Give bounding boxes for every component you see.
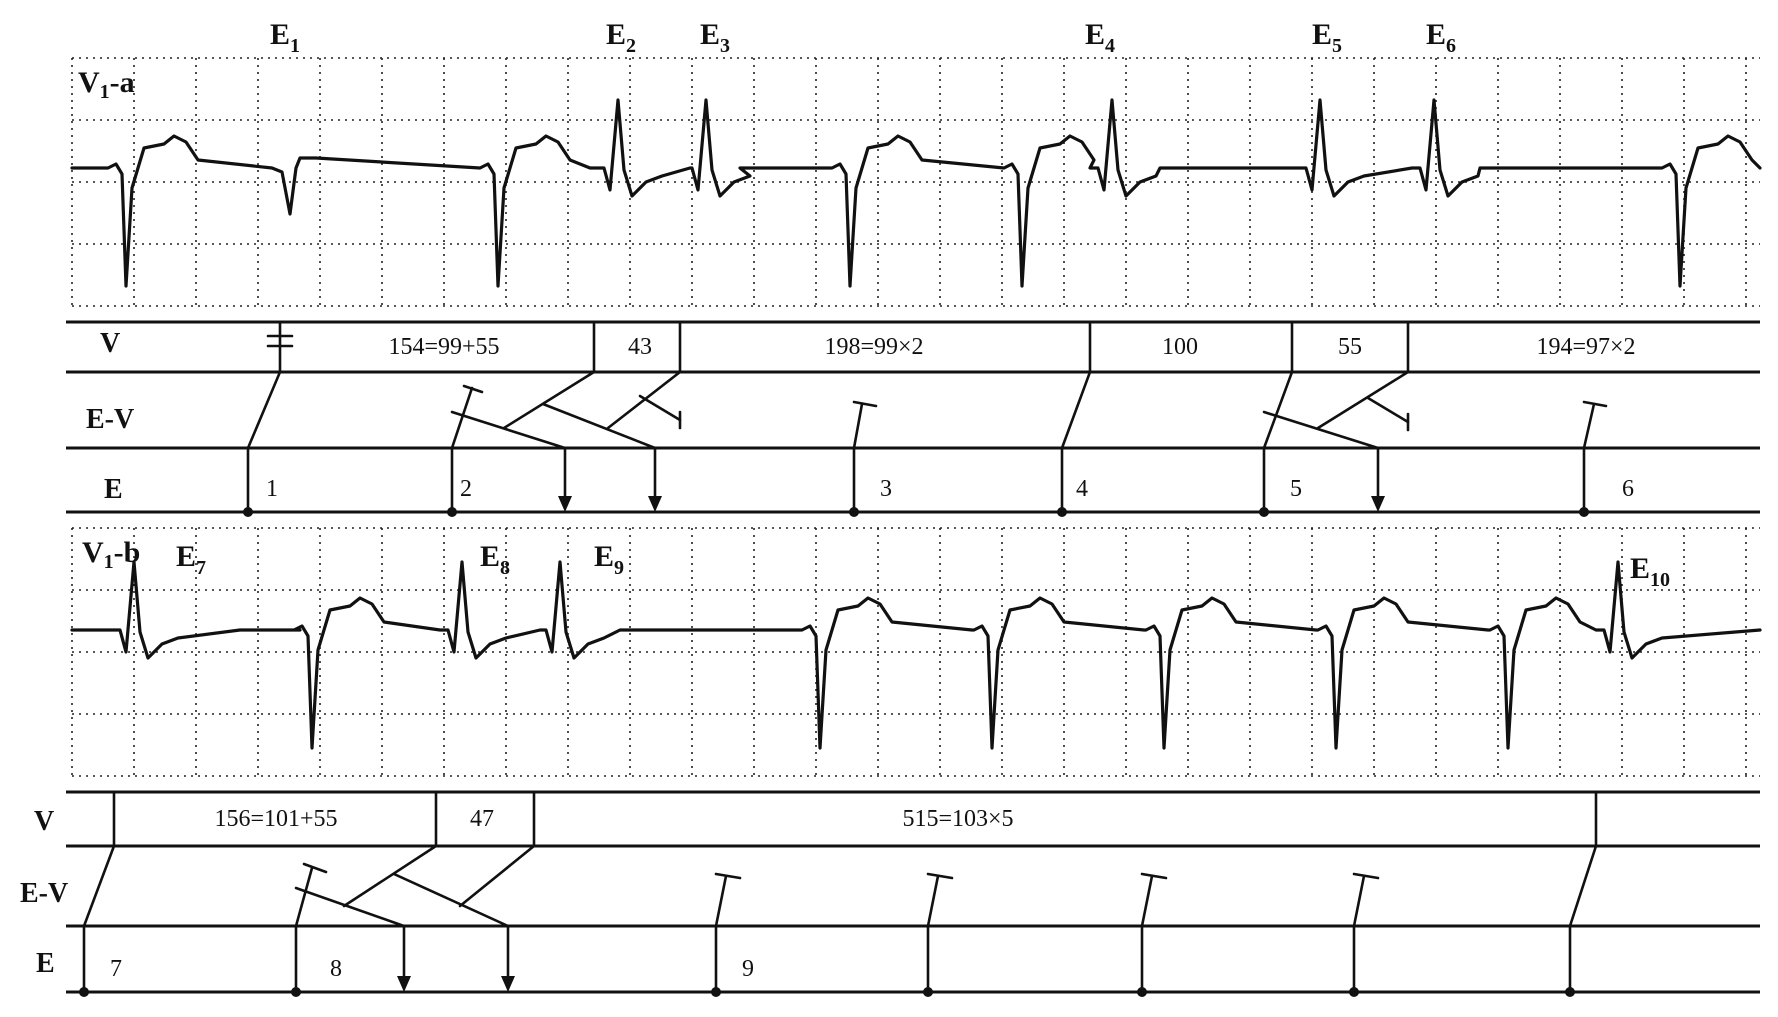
beat-label-e3: E3	[700, 18, 730, 57]
beat-label-e7: E7	[176, 540, 206, 579]
beat-label-e5: E5	[1312, 18, 1342, 57]
ladder-a-path-2c	[502, 370, 596, 430]
ladder-b-path-8a-block	[302, 862, 328, 874]
ladder-a-path-4	[1060, 370, 1092, 514]
ladder-a-path-6	[1582, 402, 1596, 514]
ladder-b-arrowhead-2	[501, 976, 515, 992]
ladder-b-path-9c-block	[1140, 872, 1168, 880]
ladder-a-event-2: 2	[460, 476, 472, 502]
ecg-trace-b	[70, 560, 1762, 750]
beat-label-e10: E10	[1630, 552, 1670, 591]
ladder-b-event-dot-9a	[711, 987, 721, 997]
ladder-b-event-dot-7	[79, 987, 89, 997]
lead-label-a: V1-a	[78, 66, 135, 103]
ladder-a-event-dot-1	[243, 507, 253, 517]
ecg-strip-b: V1-b E7 E8 E9 E10	[70, 527, 1762, 778]
ladder-b-event-dot-8	[291, 987, 301, 997]
ladder-a-event-dot-5	[1259, 507, 1269, 517]
ladder-a-path-5c	[1316, 370, 1410, 430]
ecg-trace-a	[70, 98, 1762, 288]
ladder-a-arrowhead-1	[558, 496, 572, 512]
beat-label-e4: E4	[1085, 18, 1115, 57]
ladder-a-path-2b	[450, 410, 567, 450]
lead-label-b: V1-b	[82, 536, 140, 573]
ladder-b-path-9d	[1352, 874, 1366, 994]
ecg-strip-a: V1-a E1 E2 E3 E4 E5 E6	[70, 18, 1762, 307]
beat-label-e2: E2	[606, 18, 636, 57]
beat-label-e1: E1	[270, 18, 300, 57]
ladder-a-path-3	[852, 402, 864, 514]
beat-label-e8: E8	[480, 540, 510, 579]
ladder-a-row-v: V	[100, 328, 120, 359]
ladder-b-interval-1: 156=101+55	[214, 806, 337, 832]
ladder-b-event-7: 7	[110, 956, 122, 982]
ladder-b-path-10	[1568, 844, 1598, 994]
ladder-a-arrowhead-3	[1371, 496, 1385, 512]
ladder-b-event-dot-9d	[1349, 987, 1359, 997]
ladder-a-event-dot-3	[849, 507, 859, 517]
ladder-a-arrowhead-2	[648, 496, 662, 512]
ladder-b-conduction-paths	[82, 844, 1598, 994]
ladder-a-path-2a	[450, 386, 474, 514]
ladder-a-path-5a	[1262, 370, 1294, 514]
ladder-a-path-5d	[1366, 396, 1410, 424]
ladder-b-path-9b-block	[926, 872, 954, 880]
ladder-b-arrowhead-1	[397, 976, 411, 992]
ladder-b-row-e: E	[36, 948, 55, 979]
ladder-b-path-8c	[342, 844, 438, 908]
ladder-b-path-9c	[1140, 874, 1154, 994]
ladder-a-interval-6: 194=97×2	[1536, 334, 1635, 360]
ladder-a-interval-3: 198=99×2	[824, 334, 923, 360]
ladder-a-event-dot-4	[1057, 507, 1067, 517]
ladder-a-interval-4: 100	[1162, 334, 1198, 360]
ladder-b-event-dot-10	[1565, 987, 1575, 997]
ladder-b-path-9a	[714, 874, 728, 994]
ladder-a-event-4: 4	[1076, 476, 1088, 502]
ladder-b-path-8d	[392, 872, 510, 928]
ladder-a-path-5b	[1262, 410, 1380, 450]
ladder-a-conduction-paths	[246, 370, 1608, 514]
ladder-a-path-2e	[606, 370, 682, 430]
ladder-a-path-6-block	[1582, 400, 1608, 408]
ladder-a-path-1	[246, 370, 282, 514]
ladder-diagram-b: V E-V E 156=101+55 47 515=103×5	[20, 790, 1760, 997]
ladder-b-event-dot-9b	[923, 987, 933, 997]
ladder-a-interval-2: 43	[628, 334, 652, 360]
ladder-b-path-7	[82, 844, 116, 994]
ladder-b-row-ev: E-V	[20, 878, 68, 909]
ladder-a-event-6: 6	[1622, 476, 1634, 502]
ecg-grid-b	[71, 527, 1760, 778]
ladder-a-event-3: 3	[880, 476, 892, 502]
ladder-a-path-2a-block	[462, 384, 484, 394]
beat-label-e6: E6	[1426, 18, 1456, 57]
ladder-a-row-e: E	[104, 474, 123, 505]
ladder-b-path-8b	[294, 886, 406, 928]
ladder-b-path-9d-block	[1352, 872, 1380, 880]
ladder-b-interval-2: 47	[470, 806, 494, 832]
ladder-a-interval-1: 154=99+55	[388, 334, 499, 360]
ladder-diagram-a: V E-V E 154=99+55 43 198=99×2 100 55 194…	[66, 320, 1760, 517]
ladder-b-path-8a	[294, 866, 314, 994]
ladder-a-path-3-block	[852, 400, 878, 408]
ecg-grid-a	[71, 57, 1760, 307]
ladder-b-path-9a-block	[714, 872, 742, 880]
ladder-a-event-1: 1	[266, 476, 278, 502]
ladder-b-event-9: 9	[742, 956, 754, 982]
ladder-a-event-dot-2	[447, 507, 457, 517]
ladder-a-path-2d	[541, 402, 657, 450]
ladder-a-row-ev: E-V	[86, 404, 134, 435]
ladder-a-event-dot-6	[1579, 507, 1589, 517]
ladder-b-interval-3: 515=103×5	[902, 806, 1013, 832]
ladder-b-path-9b	[926, 874, 940, 994]
ladder-b-row-v: V	[34, 806, 54, 837]
ladder-b-event-8: 8	[330, 956, 342, 982]
ladder-a-event-5: 5	[1290, 476, 1302, 502]
ladder-a-path-2f	[638, 394, 682, 422]
beat-label-e9: E9	[594, 540, 624, 579]
ladder-b-path-8e	[458, 844, 536, 908]
ladder-b-event-dot-9c	[1137, 987, 1147, 997]
ladder-a-interval-5: 55	[1338, 334, 1362, 360]
